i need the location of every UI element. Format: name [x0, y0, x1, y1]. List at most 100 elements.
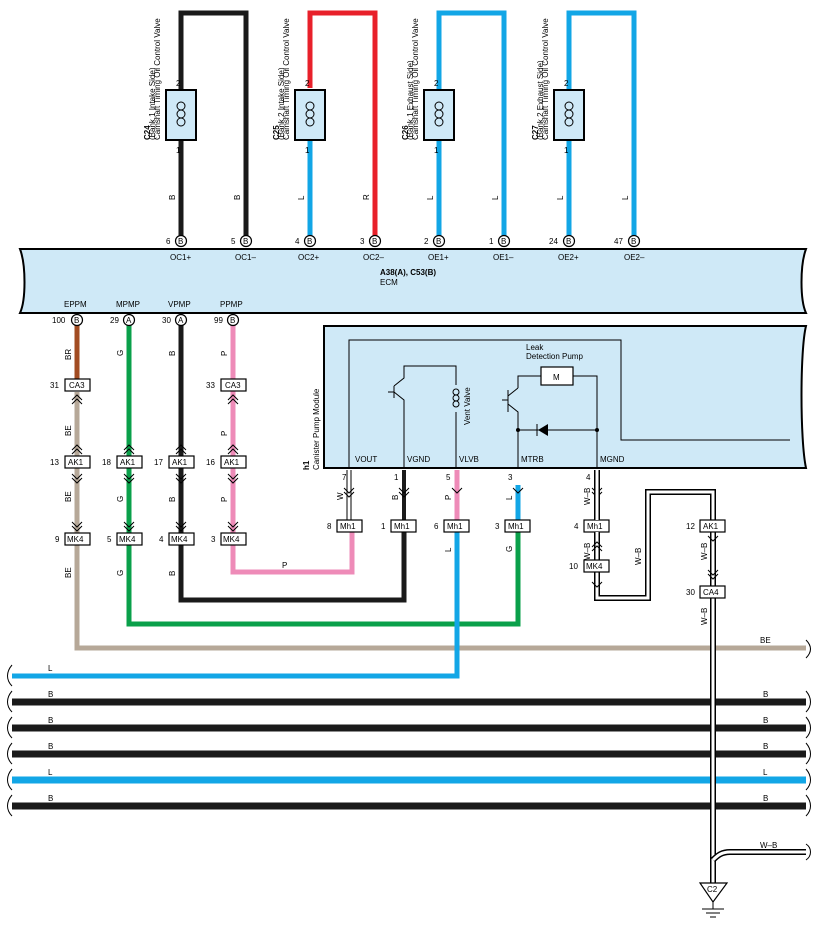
pump-pins: VOUT VGND VLVB MTRB MGND 7 1 5 3 4: [342, 455, 625, 482]
svg-text:CA4: CA4: [703, 588, 719, 597]
ecm-pin-mpmp: A29: [110, 313, 136, 327]
svg-text:P: P: [220, 351, 229, 356]
valve-name: Camshaft Timing Oil Control Valve: [282, 18, 291, 140]
wire-label: B: [168, 195, 177, 200]
svg-text:OC1–: OC1–: [235, 253, 256, 262]
svg-text:B: B: [48, 690, 53, 699]
svg-text:BR: BR: [64, 349, 73, 360]
svg-text:MTRB: MTRB: [521, 455, 544, 464]
wire-label: L: [556, 195, 565, 200]
svg-text:AK1: AK1: [68, 458, 84, 467]
svg-text:2: 2: [424, 237, 429, 246]
svg-text:7: 7: [342, 473, 347, 482]
svg-text:Mh1: Mh1: [394, 522, 410, 531]
svg-text:5: 5: [231, 237, 236, 246]
svg-text:8: 8: [327, 522, 332, 531]
ecm-bottom-labels: EPPM MPMP VPMP PPMP: [64, 300, 243, 309]
svg-text:OE2–: OE2–: [624, 253, 645, 262]
svg-text:BE: BE: [64, 491, 73, 502]
svg-text:P: P: [220, 497, 229, 502]
svg-text:W–B: W–B: [583, 488, 592, 505]
svg-text:AK1: AK1: [224, 458, 240, 467]
valve-c24: 2 1 Camshaft Timing Oil Control Valve (B…: [143, 18, 197, 155]
svg-text:B: B: [74, 316, 79, 325]
ecm-pin-ppmp: B99: [214, 313, 240, 327]
svg-text:L: L: [444, 547, 453, 552]
ground-label: C2: [707, 885, 718, 894]
svg-text:33: 33: [206, 381, 215, 390]
svg-text:P: P: [444, 495, 453, 500]
valve-name: Camshaft Timing Oil Control Valve: [541, 18, 550, 140]
svg-text:6: 6: [166, 237, 171, 246]
svg-text:B: B: [763, 716, 768, 725]
ecm-pin-vpmp: A30: [162, 313, 188, 327]
svg-text:AK1: AK1: [120, 458, 136, 467]
valve-c27: 2 1 Camshaft Timing Oil Control Valve (B…: [531, 18, 585, 155]
svg-text:VOUT: VOUT: [355, 455, 377, 464]
svg-text:MK4: MK4: [223, 535, 240, 544]
svg-text:18: 18: [102, 458, 111, 467]
wire-mpmp-g: [126, 325, 521, 627]
svg-text:EPPM: EPPM: [64, 300, 87, 309]
valve-pin-top: 2: [176, 79, 181, 88]
ecm-title: A38(A), C53(B): [380, 268, 436, 277]
svg-text:6: 6: [434, 522, 439, 531]
top-wire-labels: B B L R L L L L: [168, 194, 630, 200]
svg-text:B: B: [168, 571, 177, 576]
wire-label: L: [297, 195, 306, 200]
svg-text:Mh1: Mh1: [508, 522, 524, 531]
svg-text:B: B: [763, 742, 768, 751]
svg-text:BE: BE: [64, 425, 73, 436]
svg-text:4: 4: [159, 535, 164, 544]
svg-text:MK4: MK4: [67, 535, 84, 544]
svg-text:L: L: [505, 495, 514, 500]
pump-internals: Vent Valve M Leak Detection Pump: [348, 339, 790, 468]
svg-text:A: A: [178, 316, 184, 325]
svg-text:47: 47: [614, 237, 623, 246]
svg-text:3: 3: [508, 473, 513, 482]
svg-text:3: 3: [495, 522, 500, 531]
ground-c2: C2: [698, 882, 729, 918]
svg-text:5: 5: [107, 535, 112, 544]
svg-text:MGND: MGND: [600, 455, 625, 464]
svg-text:1: 1: [381, 522, 386, 531]
svg-text:B: B: [243, 237, 248, 246]
svg-text:24: 24: [549, 237, 558, 246]
svg-text:P: P: [282, 561, 287, 570]
svg-text:B: B: [230, 316, 235, 325]
valve-side: (Bank 2 Exhaust Side): [536, 60, 545, 140]
svg-text:B: B: [763, 794, 768, 803]
svg-text:B: B: [391, 495, 400, 500]
svg-text:5: 5: [446, 473, 451, 482]
svg-text:VLVB: VLVB: [459, 455, 479, 464]
wire-label: B: [233, 195, 242, 200]
pump-module-name: Canister Pump Module: [312, 388, 321, 470]
valve-name: Camshaft Timing Oil Control Valve: [411, 18, 420, 140]
valve-c25: 2 1 Camshaft Timing Oil Control Valve (B…: [272, 18, 326, 155]
svg-text:G: G: [505, 546, 514, 552]
valve-pin-top: 2: [564, 79, 569, 88]
svg-text:16: 16: [206, 458, 215, 467]
svg-text:PPMP: PPMP: [220, 300, 243, 309]
svg-text:OC2+: OC2+: [298, 253, 319, 262]
svg-text:1: 1: [489, 237, 494, 246]
svg-text:B: B: [48, 742, 53, 751]
pump-module-code: h1: [302, 460, 311, 470]
valve-side: (Bank 1 Exhaust Side): [406, 60, 415, 140]
valve-code: C26: [401, 125, 410, 140]
svg-text:29: 29: [110, 316, 119, 325]
svg-text:B: B: [48, 716, 53, 725]
valve-side: (Bank 2 Intake Side): [277, 67, 286, 140]
wire-label: L: [426, 195, 435, 200]
svg-text:3: 3: [211, 535, 216, 544]
svg-text:B: B: [631, 237, 636, 246]
svg-text:13: 13: [50, 458, 59, 467]
svg-text:12: 12: [686, 522, 695, 531]
valve-code: C25: [272, 125, 281, 140]
svg-text:MK4: MK4: [586, 562, 603, 571]
